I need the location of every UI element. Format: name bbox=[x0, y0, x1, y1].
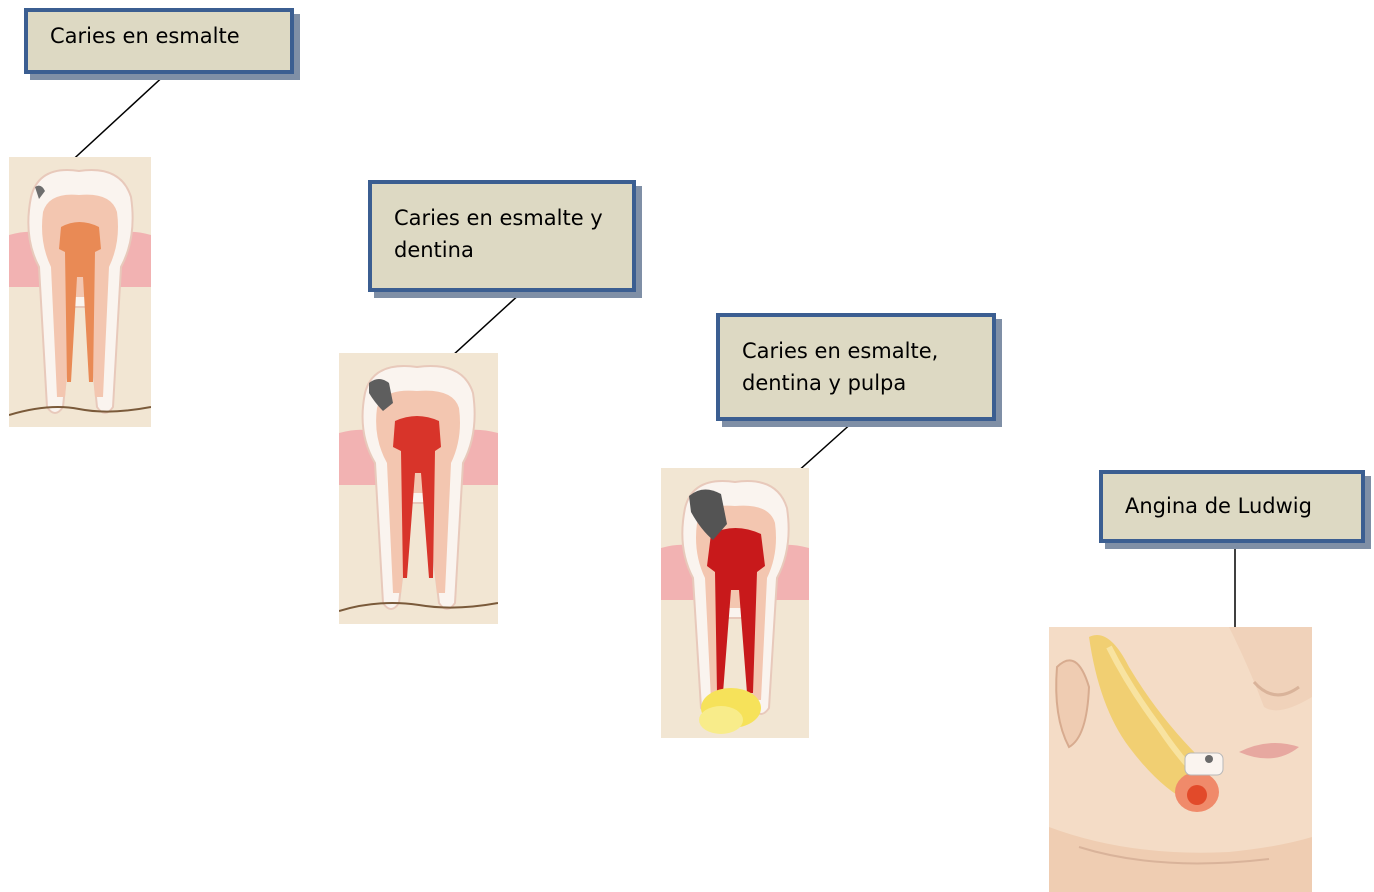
ludwig-angina-illustration bbox=[1049, 627, 1312, 892]
tooth-stage-2-illustration bbox=[339, 353, 498, 624]
callout-enamel-caries-text: Caries en esmalte bbox=[50, 24, 240, 48]
callout-enamel-dentin-caries-text: Caries en esmalte y dentina bbox=[394, 206, 603, 262]
callout-enamel-dentin-caries: Caries en esmalte y dentina bbox=[368, 180, 636, 292]
callout-ludwig-angina: Angina de Ludwig bbox=[1099, 470, 1365, 543]
callout-ludwig-angina-text: Angina de Ludwig bbox=[1125, 494, 1312, 518]
callout-enamel-caries: Caries en esmalte bbox=[24, 8, 294, 74]
callout-enamel-dentin-pulp-caries: Caries en esmalte, dentina y pulpa bbox=[716, 313, 996, 421]
tooth-stage-1-illustration bbox=[9, 157, 151, 427]
callout-enamel-dentin-pulp-caries-text: Caries en esmalte, dentina y pulpa bbox=[742, 339, 938, 395]
tooth-stage-3-illustration bbox=[661, 468, 809, 738]
